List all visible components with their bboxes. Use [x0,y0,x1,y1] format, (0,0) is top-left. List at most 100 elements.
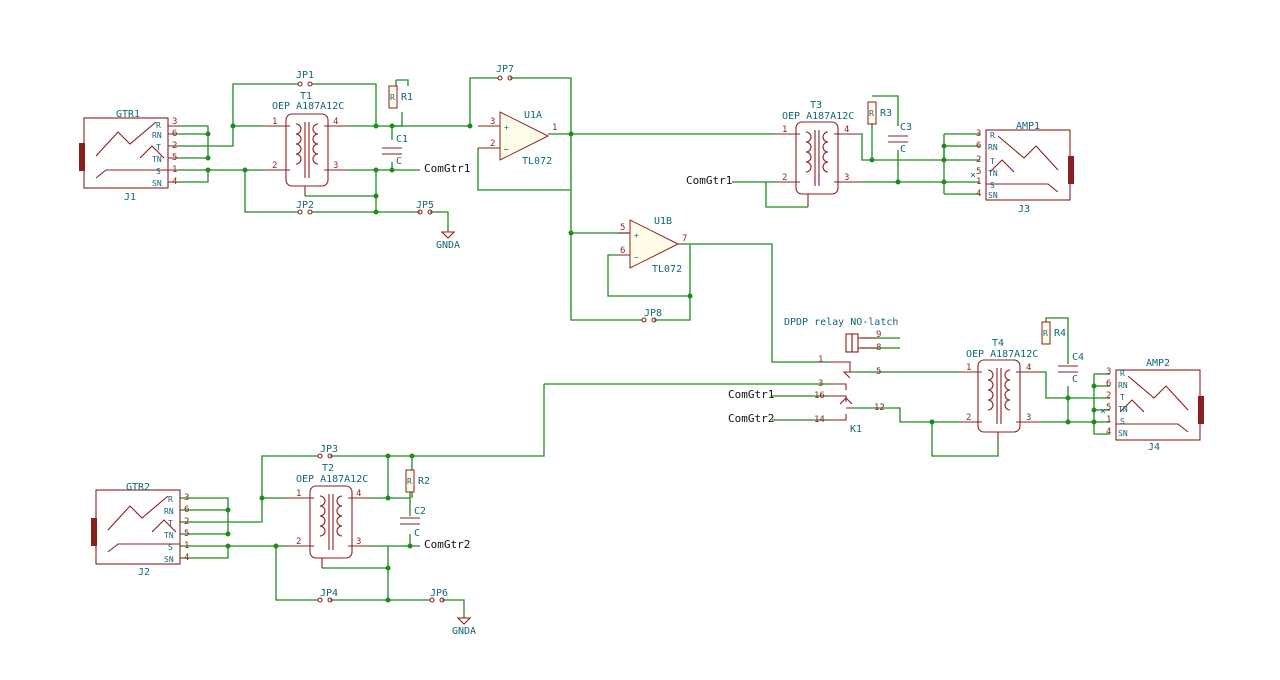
svg-text:1: 1 [296,489,301,499]
svg-text:TN: TN [988,169,998,178]
svg-text:C: C [414,528,420,539]
svg-text:1: 1 [966,363,971,373]
svg-text:R: R [990,131,995,140]
svg-text:T3: T3 [810,100,822,111]
svg-text:−: − [634,253,639,262]
svg-text:C2: C2 [414,506,426,517]
capacitor-c2: C2 C [400,506,426,539]
svg-text:GTR2: GTR2 [126,482,150,493]
svg-text:TL072: TL072 [652,264,682,275]
svg-text:×: × [970,170,976,181]
svg-text:JP4: JP4 [320,588,338,599]
svg-text:5: 5 [876,367,881,377]
svg-text:J2: J2 [138,567,150,578]
svg-text:2: 2 [782,173,787,183]
svg-text:3: 3 [976,129,981,139]
svg-text:2: 2 [272,161,277,171]
svg-text:3: 3 [1026,413,1031,423]
opamp-u1b: 5 6 7 + − U1B TL072 [618,216,687,275]
svg-text:C3: C3 [900,122,912,133]
svg-text:TN: TN [1118,405,1128,414]
svg-text:JP8: JP8 [644,308,662,319]
net-label-comgtr2: ComGtr2 [424,538,470,551]
svg-text:R: R [869,109,874,118]
svg-text:RN: RN [152,131,162,140]
svg-text:2: 2 [184,517,189,527]
transformer-t2: 1 2 4 3 T2 OEP A187A12C [286,463,370,568]
gnda-symbol-1: GNDA [436,231,460,251]
svg-text:4: 4 [333,117,338,127]
svg-text:K1: K1 [850,424,862,435]
relay-k1: DPDP relay NO-latch 9 8 1 5 3 16 12 14 K… [784,317,898,435]
svg-text:3: 3 [490,117,495,127]
svg-text:14: 14 [814,415,825,425]
svg-text:+: + [634,231,639,240]
svg-text:2: 2 [296,537,301,547]
junctions [205,123,1097,603]
svg-text:6: 6 [184,505,189,515]
svg-text:S: S [168,543,173,552]
svg-text:U1B: U1B [654,216,672,227]
svg-text:R2: R2 [418,476,430,487]
jumper-jp8: JP8 [641,308,662,323]
svg-text:3: 3 [844,173,849,183]
svg-text:4: 4 [184,553,189,563]
svg-text:1: 1 [172,165,177,175]
svg-text:5: 5 [976,167,981,177]
jumper-jp6: JP6 [429,588,448,603]
jumper-jp3: JP3 [317,444,338,459]
svg-text:4: 4 [172,177,177,187]
svg-text:JP1: JP1 [296,70,314,81]
svg-text:5: 5 [620,223,625,233]
svg-text:5: 5 [1106,403,1111,413]
svg-text:SN: SN [152,179,162,188]
opamp-u1a: 3 2 1 + − U1A TL072 [478,110,557,167]
svg-text:2: 2 [976,155,981,165]
svg-text:3: 3 [818,379,823,389]
svg-text:JP7: JP7 [496,64,514,75]
jumper-jp5: JP5 [416,200,434,215]
svg-text:S: S [990,181,995,190]
svg-text:RN: RN [988,143,998,152]
svg-text:6: 6 [976,141,981,151]
svg-text:AMP2: AMP2 [1146,358,1170,369]
svg-text:R: R [407,477,412,486]
resistor-r3: R R3 [867,101,892,125]
svg-text:SN: SN [988,191,998,200]
svg-text:OEP A187A12C: OEP A187A12C [966,349,1038,360]
svg-text:16: 16 [814,391,825,401]
capacitor-c4: C4 C [1058,352,1084,385]
jumper-jp7: JP7 [496,64,514,81]
svg-text:J4: J4 [1148,442,1160,453]
svg-text:DPDP relay NO-latch: DPDP relay NO-latch [784,317,898,328]
jumper-jp1: JP1 [296,70,314,87]
svg-text:S: S [1120,417,1125,426]
svg-text:R: R [390,93,395,102]
svg-text:OEP A187A12C: OEP A187A12C [782,111,854,122]
svg-text:T: T [156,143,161,152]
jack-amp2: AMP2 J4 3 6 2 5 1 4 R RN T TN S SN × [1100,358,1204,453]
svg-text:R: R [1120,369,1125,378]
svg-text:1: 1 [184,541,189,551]
gnda-symbol-2: GNDA [452,617,476,637]
svg-text:6: 6 [620,246,625,256]
jack-gtr2: GTR2 J2 3 6 2 5 1 4 R RN T TN S SN [91,482,189,578]
t1-ref: T1 [300,91,312,102]
svg-text:RN: RN [164,507,174,516]
svg-text:4: 4 [1106,427,1111,437]
svg-text:12: 12 [874,403,885,413]
resistor-r1: R R1 [388,85,413,109]
svg-text:×: × [1100,406,1106,417]
svg-text:R4: R4 [1054,328,1066,339]
svg-text:2: 2 [172,141,177,151]
svg-text:T: T [990,157,995,166]
svg-text:2: 2 [966,413,971,423]
svg-text:TN: TN [164,531,174,540]
svg-text:TN: TN [152,155,162,164]
svg-text:R1: R1 [401,92,413,103]
net-label-comgtr1-relay: ComGtr1 [728,388,774,401]
svg-text:3: 3 [172,117,177,127]
svg-text:8: 8 [876,343,881,353]
svg-text:GNDA: GNDA [452,626,476,637]
